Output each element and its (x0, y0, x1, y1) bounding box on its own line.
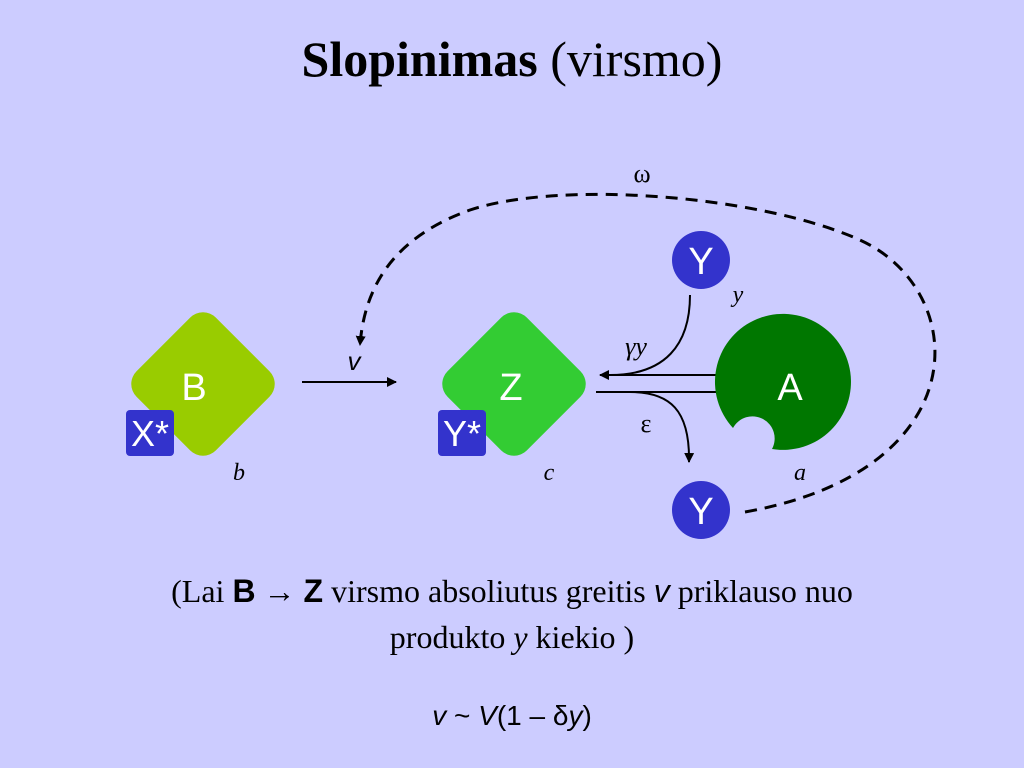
feedback-loop-dashed (355, 192, 937, 514)
caption-b: B (232, 573, 256, 609)
title-subtitle: (virsmo) (550, 31, 723, 87)
var-b-label: b (233, 460, 245, 486)
y-top-circle (672, 231, 730, 289)
caption-y: y (513, 619, 528, 655)
tag-x-star-label: X* (131, 413, 169, 454)
title-bold: Slopinimas (301, 31, 538, 87)
slide-title: Slopinimas (virsmo) (0, 30, 1024, 88)
formula-close: ) (582, 700, 592, 731)
node-b-label: B (181, 367, 206, 409)
y-binding-curve (609, 294, 691, 376)
node-z-label: Z (499, 367, 522, 409)
y-top-label: Y (688, 241, 713, 283)
caption-z: Z (303, 573, 324, 609)
caption-after-v: priklauso nuo (677, 573, 853, 609)
rate-epsilon-label: ε (641, 409, 652, 438)
caption-v: v (653, 573, 670, 609)
var-c-label: c (544, 460, 555, 486)
node-a-label: A (777, 367, 803, 409)
var-a-label: a (794, 460, 806, 486)
node-a-shape (714, 313, 851, 450)
formula-V: V (478, 700, 497, 731)
rate-formula: v ~ V(1 – δy) (0, 700, 1024, 732)
caption-line2-start: produkto (389, 619, 506, 655)
caption-mid: virsmo absoliutus greitis (331, 573, 646, 609)
caption-open: (Lai (171, 573, 225, 609)
tag-y-star-box (438, 410, 486, 456)
y-bottom-label: Y (688, 491, 713, 533)
formula-tilde: ~ (446, 700, 479, 731)
y-release-curve (629, 391, 695, 463)
y-bottom-circle (672, 481, 730, 539)
tag-x-star-box (126, 410, 174, 456)
caption-text: (Lai B → Z virsmo absoliutus greitis v p… (40, 568, 984, 660)
formula-y: y (568, 700, 583, 731)
formula-open: (1 – δ (496, 700, 569, 731)
var-y-label: y (731, 282, 744, 308)
formula-v: v (432, 700, 447, 731)
tag-y-star-label: Y* (443, 413, 481, 454)
caption-arrow: → (263, 573, 296, 609)
omega-label: ω (633, 159, 650, 188)
rate-v-label: v (348, 346, 363, 376)
rate-gamma-label: γy (625, 332, 647, 361)
caption-line2-end: kiekio ) (535, 619, 635, 655)
